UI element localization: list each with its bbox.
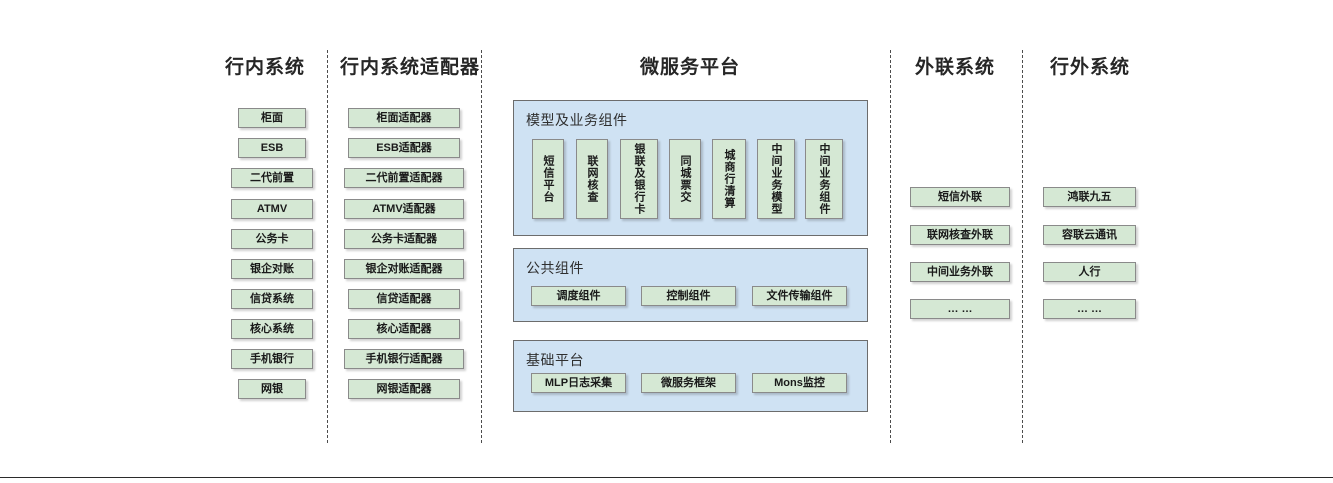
node-outside-1[interactable]: 容联云通讯 — [1043, 225, 1136, 245]
node-adapter-4[interactable]: 公务卡适配器 — [344, 229, 464, 249]
vnode-model-4[interactable]: 城商行清算 — [712, 139, 746, 219]
divider-2 — [481, 50, 482, 443]
node-in-bank-4[interactable]: 公务卡 — [231, 229, 313, 249]
node-in-bank-3[interactable]: ATMV — [231, 199, 313, 219]
node-public-1[interactable]: 控制组件 — [641, 286, 736, 306]
node-external-1[interactable]: 联网核查外联 — [910, 225, 1010, 245]
vnode-model-3-label: 同城票交 — [679, 155, 692, 203]
vnode-model-3[interactable]: 同城票交 — [669, 139, 701, 219]
group-label-base-platform: 基础平台 — [526, 352, 584, 368]
vnode-model-6-label: 中间业务组件 — [818, 143, 831, 215]
node-adapter-2[interactable]: 二代前置适配器 — [344, 168, 464, 188]
node-base-2[interactable]: Mons监控 — [752, 373, 847, 393]
node-outside-0[interactable]: 鸿联九五 — [1043, 187, 1136, 207]
node-outside-3[interactable]: … … — [1043, 299, 1136, 319]
vnode-model-5[interactable]: 中间业务模型 — [757, 139, 795, 219]
column-title-external-link: 外联系统 — [914, 57, 995, 78]
node-adapter-3[interactable]: ATMV适配器 — [344, 199, 464, 219]
node-in-bank-2[interactable]: 二代前置 — [231, 168, 313, 188]
node-adapter-7[interactable]: 核心适配器 — [348, 319, 460, 339]
group-public-components: 公共组件 — [513, 248, 868, 322]
column-title-in-bank: 行内系统 — [224, 57, 305, 78]
vnode-model-5-label: 中间业务模型 — [770, 143, 783, 215]
node-external-3[interactable]: … … — [910, 299, 1010, 319]
node-external-0[interactable]: 短信外联 — [910, 187, 1010, 207]
divider-4 — [1022, 50, 1023, 443]
node-adapter-1[interactable]: ESB适配器 — [348, 138, 460, 158]
vnode-model-0-label: 短信平台 — [542, 155, 555, 203]
group-label-public-components: 公共组件 — [526, 260, 584, 276]
node-external-2[interactable]: 中间业务外联 — [910, 262, 1010, 282]
vnode-model-4-label: 城商行清算 — [723, 149, 736, 209]
node-adapter-5[interactable]: 银企对账适配器 — [344, 259, 464, 279]
node-public-0[interactable]: 调度组件 — [531, 286, 626, 306]
node-outside-2[interactable]: 人行 — [1043, 262, 1136, 282]
column-title-microservice: 微服务平台 — [639, 57, 740, 78]
vnode-model-0[interactable]: 短信平台 — [532, 139, 564, 219]
node-adapter-6[interactable]: 信贷适配器 — [348, 289, 460, 309]
node-in-bank-0[interactable]: 柜面 — [238, 108, 306, 128]
node-in-bank-6[interactable]: 信贷系统 — [231, 289, 313, 309]
node-in-bank-5[interactable]: 银企对账 — [231, 259, 313, 279]
bottom-rule — [0, 477, 1333, 478]
node-adapter-9[interactable]: 网银适配器 — [348, 379, 460, 399]
node-in-bank-1[interactable]: ESB — [238, 138, 306, 158]
node-base-0[interactable]: MLP日志采集 — [531, 373, 626, 393]
divider-1 — [327, 50, 328, 443]
node-base-1[interactable]: 微服务框架 — [641, 373, 736, 393]
divider-3 — [890, 50, 891, 443]
column-title-in-bank-adapter: 行内系统适配器 — [340, 57, 481, 78]
vnode-model-2[interactable]: 银联及银行卡 — [620, 139, 658, 219]
vnode-model-6[interactable]: 中间业务组件 — [805, 139, 843, 219]
node-adapter-8[interactable]: 手机银行适配器 — [344, 349, 464, 369]
node-public-2[interactable]: 文件传输组件 — [752, 286, 847, 306]
node-adapter-0[interactable]: 柜面适配器 — [348, 108, 460, 128]
vnode-model-1-label: 联网核查 — [586, 155, 599, 203]
node-in-bank-8[interactable]: 手机银行 — [231, 349, 313, 369]
group-label-model-business: 模型及业务组件 — [526, 112, 628, 128]
column-title-outside-bank: 行外系统 — [1049, 57, 1130, 78]
vnode-model-1[interactable]: 联网核查 — [576, 139, 608, 219]
node-in-bank-9[interactable]: 网银 — [238, 379, 306, 399]
node-in-bank-7[interactable]: 核心系统 — [231, 319, 313, 339]
vnode-model-2-label: 银联及银行卡 — [633, 143, 646, 215]
